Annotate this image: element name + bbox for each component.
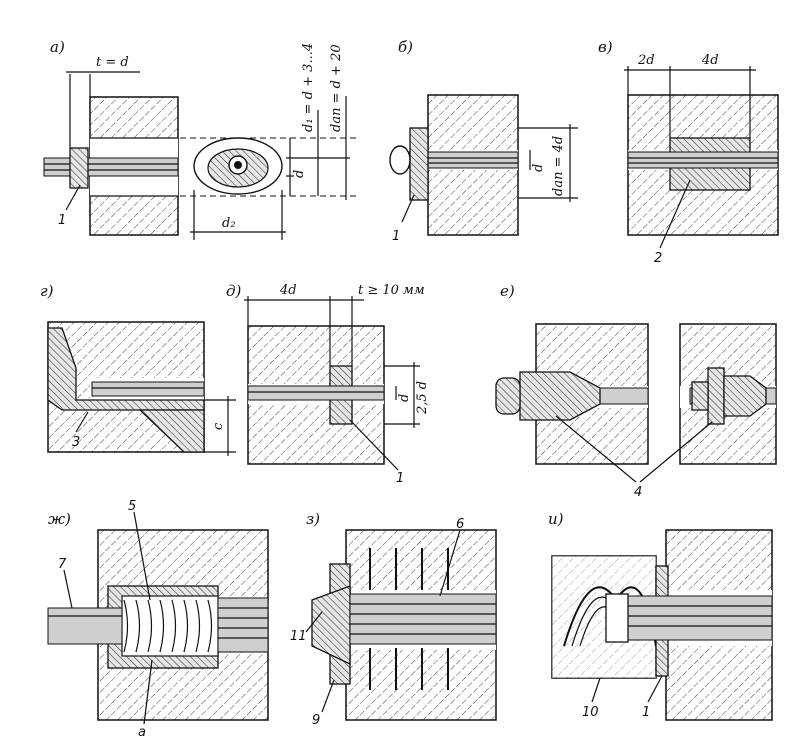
callout-4: 4 (634, 485, 642, 500)
washer-plate (69, 147, 89, 189)
bar-head (389, 145, 411, 175)
panel-e: е) 4 (495, 282, 777, 500)
strand-bundle (217, 597, 269, 653)
wedge-block (605, 593, 629, 643)
panel-zh-label: ж) (48, 510, 71, 528)
panel-v-label: в) (598, 38, 613, 56)
rebar (247, 385, 385, 401)
c-dimension: c (211, 422, 226, 430)
panel-d-label: д) (226, 282, 242, 300)
panel-i-label: и) (548, 510, 564, 528)
callout-1: 1 (392, 229, 400, 244)
callout-10: 10 (582, 705, 599, 720)
bar-head-left (495, 377, 521, 415)
washer-plate (409, 127, 429, 201)
panel-b: б) d dan = 4d 1 (389, 38, 578, 244)
panel-i: и) 10 1 (548, 510, 773, 721)
callout-1: 1 (58, 213, 66, 228)
dim-4d: 4d (701, 53, 719, 68)
d-dimension: d (292, 170, 307, 178)
panel-b-label: б) (398, 38, 413, 56)
callout-2: 2 (654, 251, 662, 266)
rebar (43, 157, 179, 177)
d-dimension: d (531, 164, 546, 172)
callout-9: 9 (312, 713, 320, 728)
thread (123, 599, 213, 653)
dim-2d: 2d (637, 53, 655, 68)
callout-11: 11 (290, 629, 307, 644)
tapered-nut-left (519, 371, 601, 421)
t-dimension: t = d (96, 55, 129, 70)
callout-6: 6 (456, 517, 464, 532)
rebar (627, 151, 779, 169)
d-dimension: d (397, 394, 412, 402)
dan-dimension: dan = d + 20 (329, 44, 344, 132)
strand-bundle (349, 593, 497, 645)
wedge-cone (311, 585, 351, 666)
panel-zh: ж) 5 7 a (47, 499, 269, 738)
panel-g-label: г) (40, 282, 54, 300)
bar-end-right (691, 381, 709, 411)
nut-right (707, 367, 725, 425)
panel-d: д) 4d t ≥ 10 мм d 2,5 d 1 (226, 282, 430, 486)
callout-5: 5 (128, 499, 136, 514)
callout-1: 1 (642, 705, 650, 720)
callout-1: 1 (396, 471, 404, 486)
panel-z-label: з) (306, 510, 320, 528)
rebar (91, 381, 205, 397)
t-dimension: t ≥ 10 мм (358, 283, 425, 298)
panel-a: а) t = d d d₁ = d + 3...4 dan = d + 20 (43, 38, 360, 240)
jack-rod (47, 607, 123, 645)
dan-dimension: dan = 4d (551, 136, 566, 196)
d25-dimension: 2,5 d (415, 381, 430, 415)
strand-bundle (611, 595, 773, 641)
panel-e-label: е) (500, 282, 515, 300)
dim-4d: 4d (279, 283, 297, 298)
callout-7: 7 (58, 557, 67, 572)
panel-v: в) 2d 4d 2 (598, 38, 779, 266)
callout-a: a (138, 725, 146, 738)
tapered-washer-right (723, 375, 767, 417)
panel-z: з) 6 11 9 (290, 510, 497, 728)
d1-dimension: d₁ = d + 3...4 (301, 43, 316, 132)
callout-3: 3 (72, 435, 80, 450)
d2-dimension: d₂ (222, 216, 236, 231)
panel-g: г) c 3 (40, 282, 236, 456)
panel-a-label: а) (50, 38, 65, 56)
